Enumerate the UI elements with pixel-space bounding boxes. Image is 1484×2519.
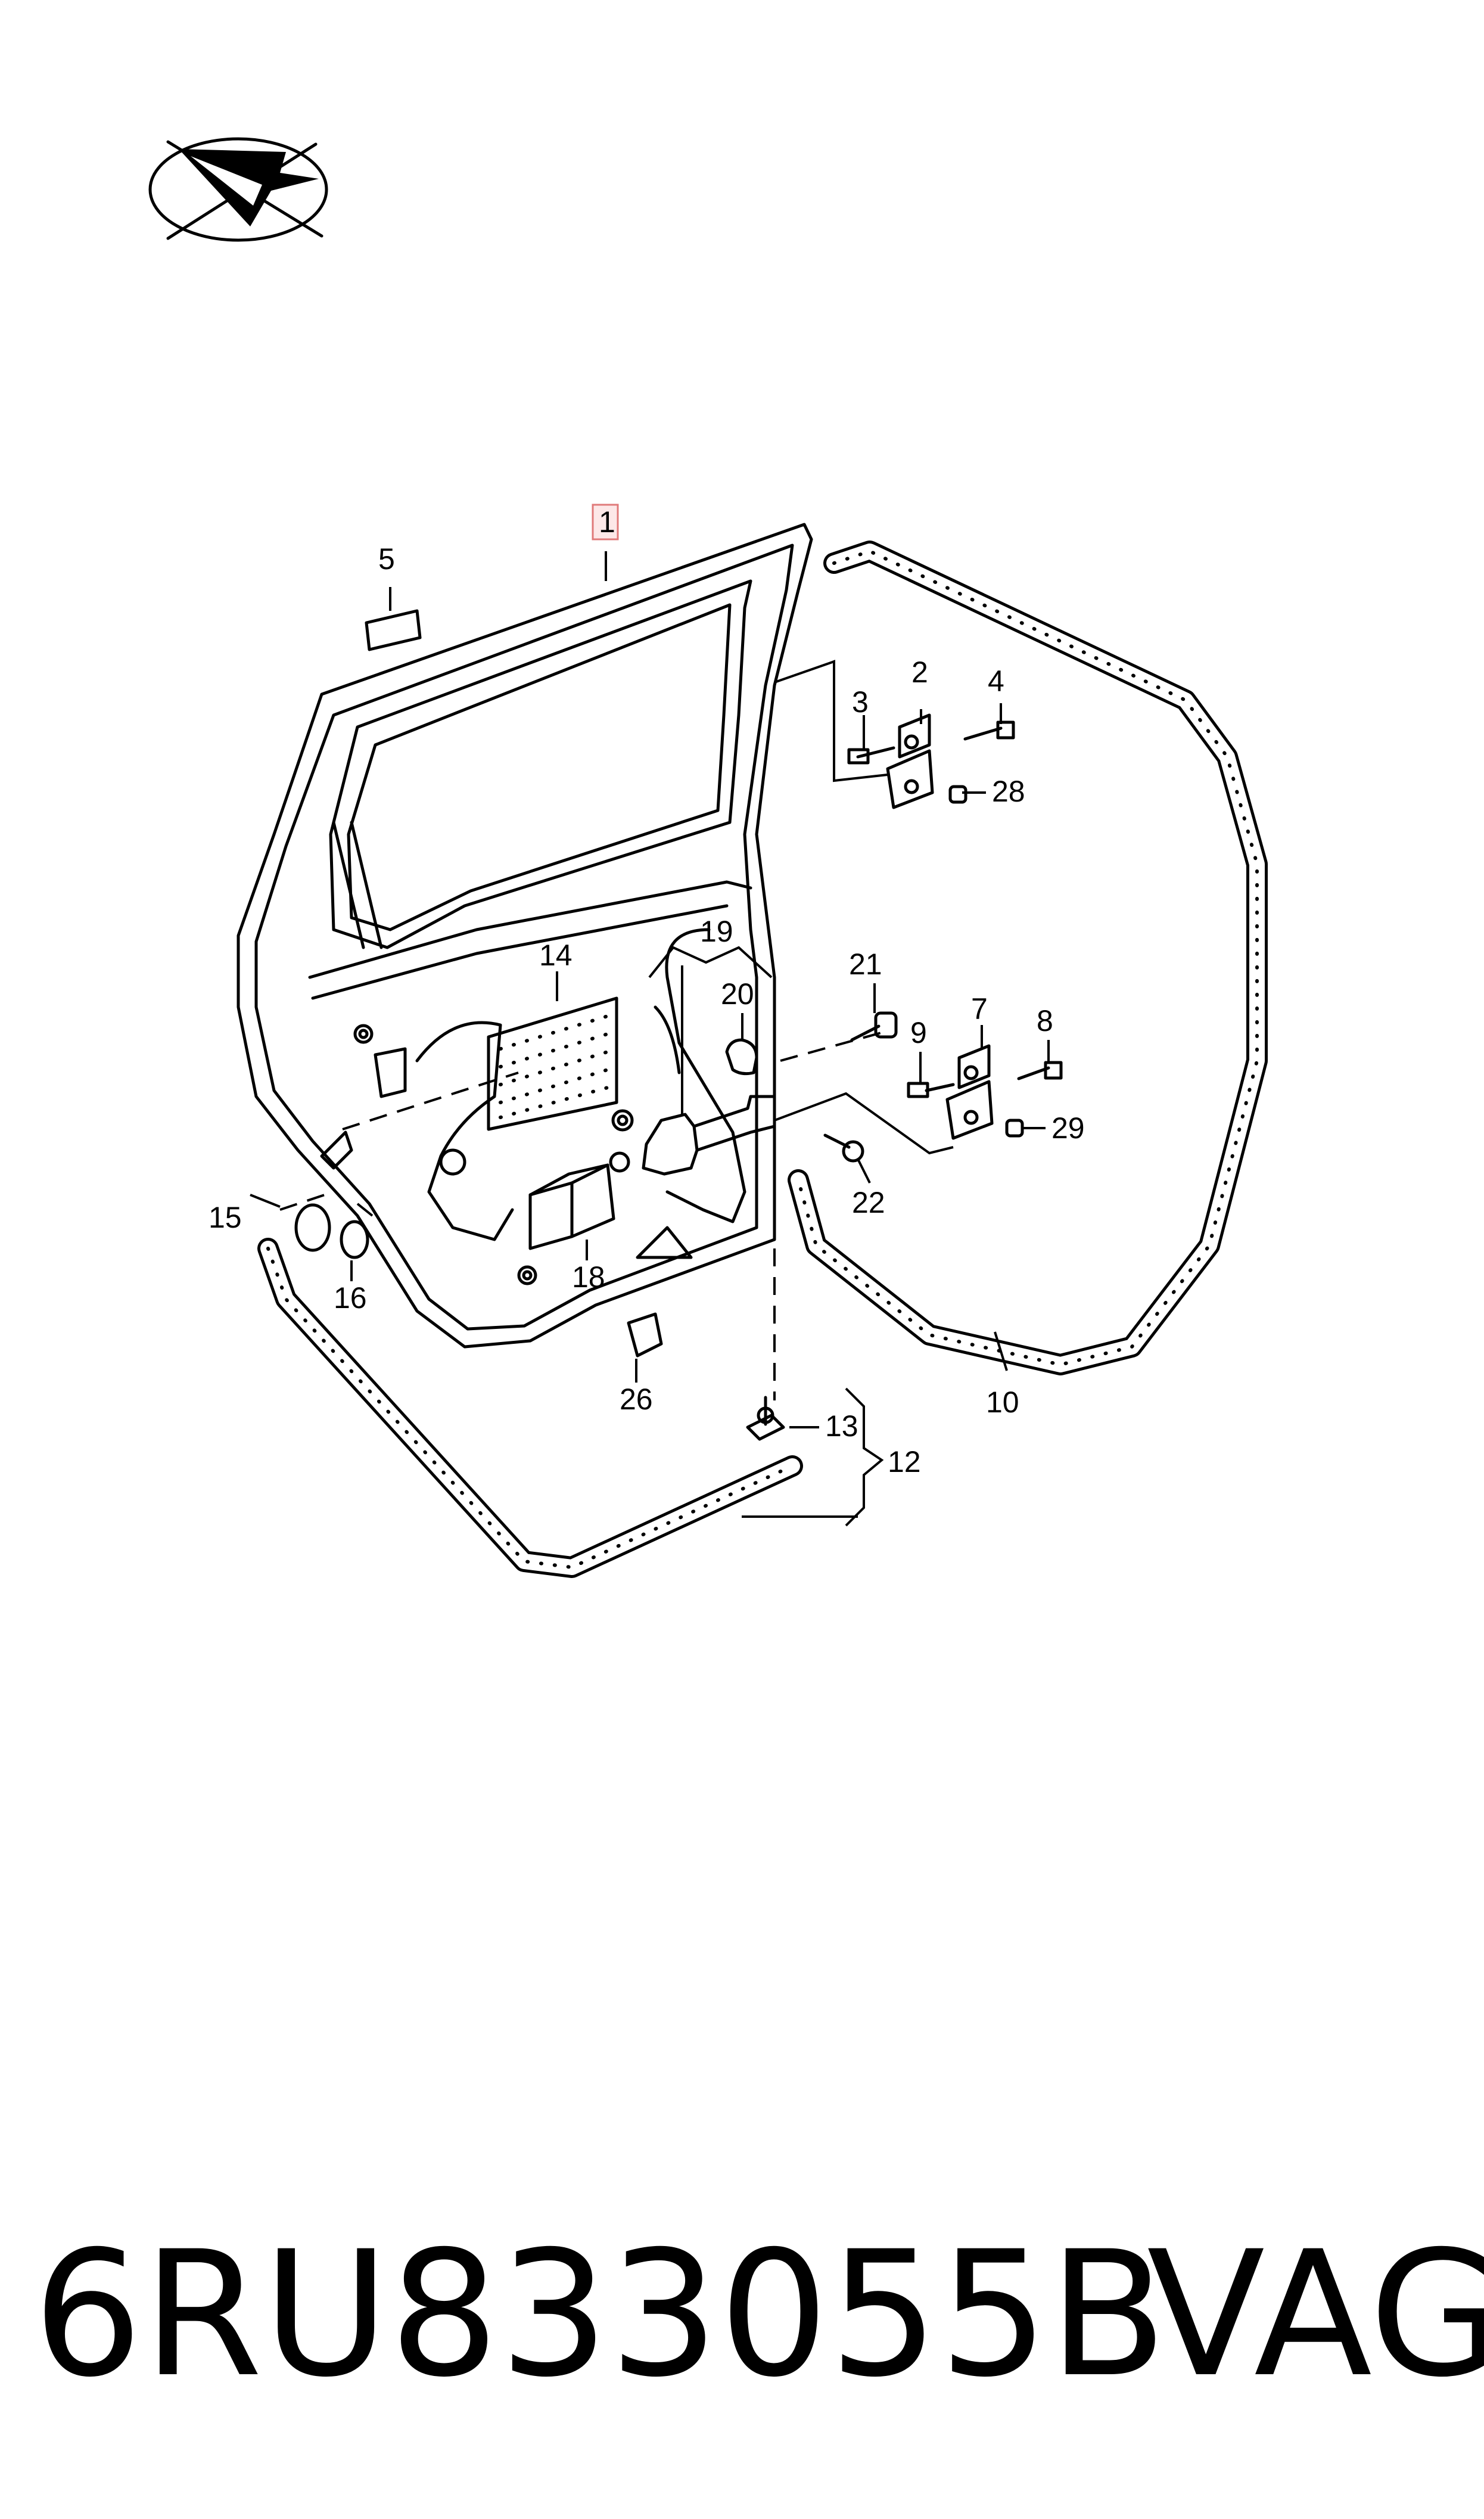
callout-1-highlight <box>592 504 619 541</box>
orientation-arrow-icon <box>148 137 328 242</box>
rear-door-shell <box>237 523 813 1349</box>
callout-19: 19 <box>700 915 733 948</box>
part-18-block <box>528 1163 615 1250</box>
part-5-label <box>365 609 422 651</box>
part-2-upper-hinge <box>847 713 1015 809</box>
callout-labels: 1 2 3 4 5 7 8 9 10 12 13 14 15 16 18 19 … <box>209 504 1085 1479</box>
callout-14: 14 <box>539 939 573 972</box>
part-19-door-check <box>642 1038 776 1176</box>
callout-3: 3 <box>852 685 869 719</box>
part-21-bolt <box>850 1011 898 1042</box>
callout-29: 29 <box>1051 1111 1085 1145</box>
callout-16: 16 <box>334 1281 367 1315</box>
callout-10: 10 <box>986 1386 1019 1419</box>
callout-5: 5 <box>378 542 395 576</box>
callout-28: 28 <box>992 775 1025 808</box>
part-22-bolt <box>823 1133 864 1163</box>
callout-8: 8 <box>1037 1004 1053 1038</box>
leader-lines <box>250 551 1050 1527</box>
callout-4: 4 <box>988 664 1004 698</box>
part-10-door-seal <box>788 541 1268 1375</box>
part-14-damping-pad <box>487 996 618 1131</box>
part-caption: 6RU833055B VAG <box>33 2214 1484 2415</box>
callout-9: 9 <box>910 1016 927 1049</box>
part-number: 6RU833055B <box>33 2214 1168 2415</box>
brand-name: VAG <box>1147 2214 1484 2415</box>
part-26-grommet <box>627 1312 663 1358</box>
callout-7: 7 <box>971 992 988 1026</box>
callout-12: 12 <box>888 1445 921 1479</box>
part-13-clip <box>746 1396 785 1441</box>
part-7-lower-hinge <box>907 1044 1063 1140</box>
part-12-lower-seal <box>257 1238 803 1578</box>
callout-13: 13 <box>825 1409 858 1443</box>
callout-22: 22 <box>852 1186 885 1219</box>
callout-2: 2 <box>911 656 928 689</box>
callout-26: 26 <box>620 1383 653 1416</box>
part-16-plug <box>340 1220 369 1259</box>
callout-20: 20 <box>721 977 754 1011</box>
part-15-plug <box>294 1203 331 1252</box>
callout-15: 15 <box>209 1201 242 1234</box>
callout-1: 1 <box>599 505 615 539</box>
callout-21: 21 <box>849 948 882 981</box>
callout-18: 18 <box>572 1260 605 1294</box>
